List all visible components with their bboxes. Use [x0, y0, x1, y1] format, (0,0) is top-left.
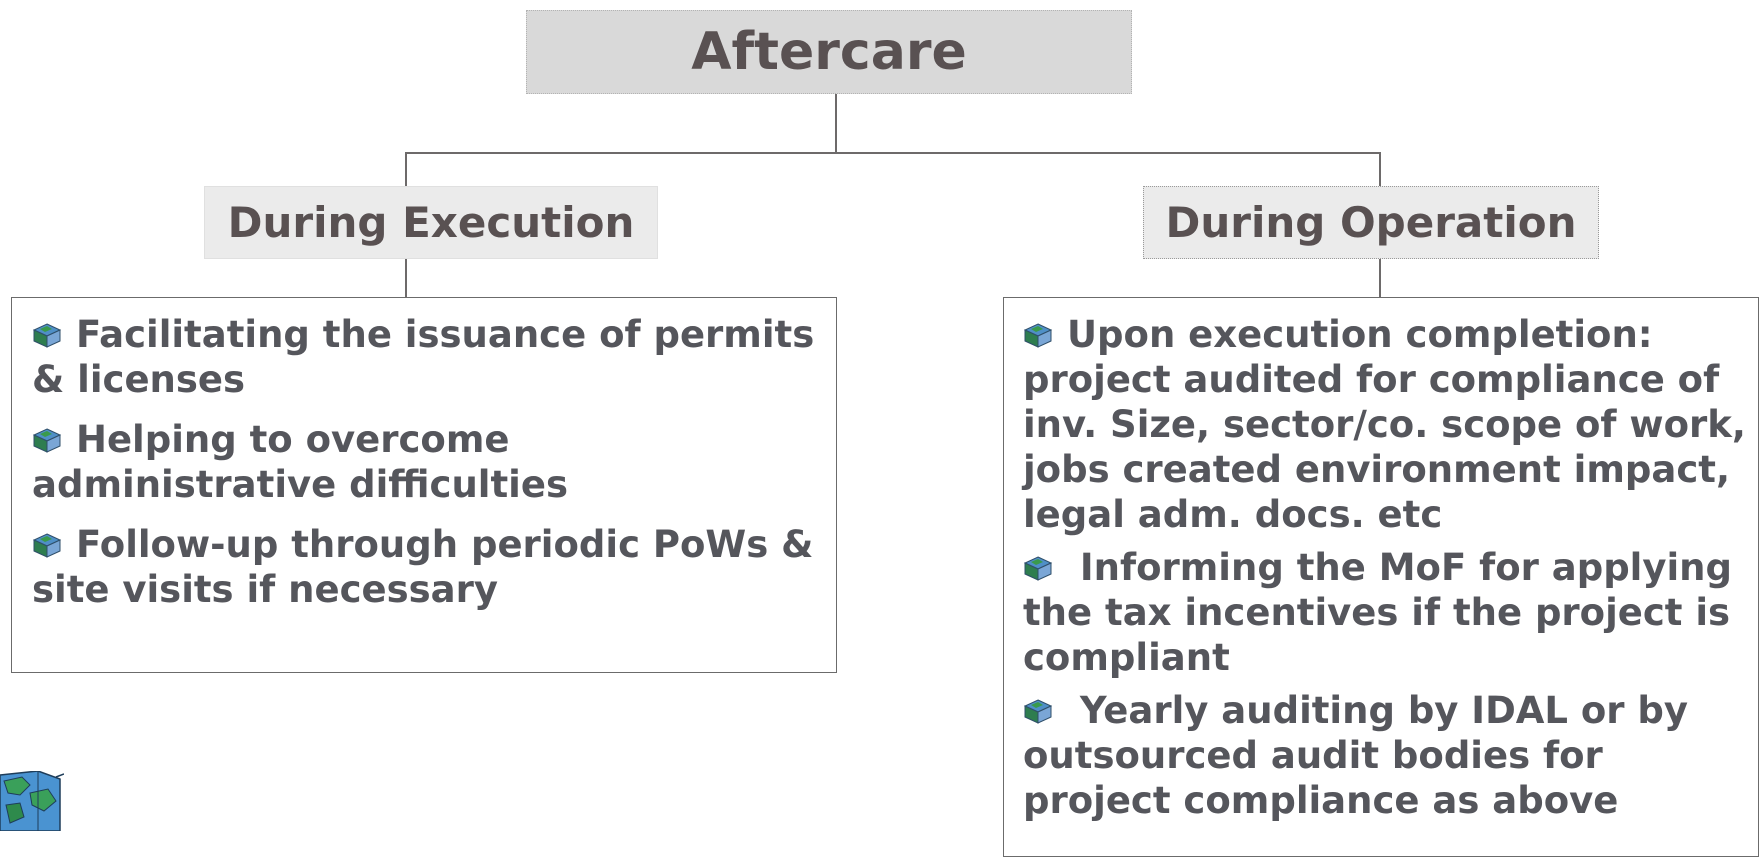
list-item: Yearly auditing by IDAL or by outsourced… [1023, 688, 1748, 823]
list-item: Facilitating the issuance of permits & l… [32, 312, 820, 402]
cube-bullet-icon [1023, 698, 1053, 724]
during-execution-panel: Facilitating the issuance of permits & l… [11, 297, 837, 673]
during-operation-panel: Upon execution completion: project audit… [1003, 297, 1759, 857]
root-stem-line [835, 94, 837, 154]
during-execution-node: During Execution [204, 186, 658, 259]
cube-bullet-icon [1023, 555, 1053, 581]
during-operation-list: Upon execution completion: project audit… [1023, 312, 1748, 823]
list-item: Follow-up through periodic PoWs & site v… [32, 522, 820, 612]
right-panel-link-line [1379, 259, 1381, 298]
during-execution-heading: During Execution [227, 198, 635, 247]
list-item-text: Upon execution completion: project audit… [1023, 313, 1746, 536]
list-item: Informing the MoF for applying the tax i… [1023, 545, 1748, 680]
list-item-text: Facilitating the issuance of permits & l… [32, 313, 815, 401]
list-item-text: Yearly auditing by IDAL or by outsourced… [1023, 689, 1689, 822]
left-panel-link-line [405, 259, 407, 298]
list-item-text: Informing the MoF for applying the tax i… [1023, 546, 1732, 679]
cube-bullet-icon [32, 532, 62, 558]
list-item-text: Follow-up through periodic PoWs & site v… [32, 523, 814, 611]
aftercare-root-node: Aftercare [526, 10, 1132, 94]
right-branch-drop-line [1379, 152, 1381, 187]
globe-map-icon [0, 770, 65, 832]
during-operation-heading: During Operation [1165, 198, 1577, 247]
cube-bullet-icon [32, 322, 62, 348]
list-item: Upon execution completion: project audit… [1023, 312, 1748, 537]
during-execution-list: Facilitating the issuance of permits & l… [32, 312, 820, 612]
left-branch-drop-line [405, 152, 407, 187]
cube-bullet-icon [1023, 322, 1053, 348]
cube-bullet-icon [32, 427, 62, 453]
list-item: Helping to overcome administrative diffi… [32, 417, 820, 507]
horizontal-branch-line [405, 152, 1381, 154]
during-operation-node: During Operation [1143, 186, 1599, 259]
list-item-text: Helping to overcome administrative diffi… [32, 418, 568, 506]
aftercare-title: Aftercare [691, 22, 967, 82]
